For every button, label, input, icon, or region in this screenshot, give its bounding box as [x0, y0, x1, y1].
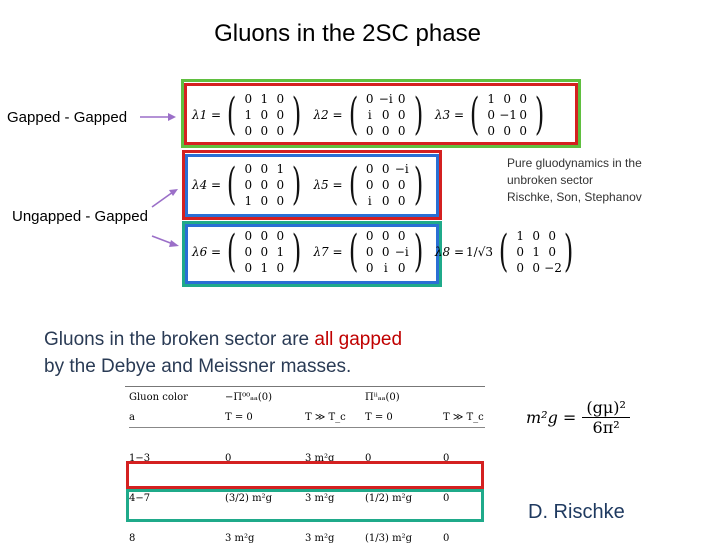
th-thigh-debye: T ≫ T_c [305, 411, 346, 423]
th-t0-meissner: T = 0 [365, 411, 393, 423]
slide-title: Gluons in the 2SC phase [214, 20, 481, 47]
ungapped-box-upper-inner [185, 154, 439, 217]
highlight-all-gapped: all gapped [314, 329, 403, 350]
row-4-7-highlight [126, 461, 484, 489]
ungapped-box-upper-outer [182, 150, 442, 220]
arrow-ungapped-upper [151, 191, 174, 208]
th-a: a [129, 411, 135, 423]
ungapped-box-lower-inner [185, 224, 439, 284]
broken-sector-text: Gluons in the broken sector are all gapp… [44, 329, 403, 377]
gapped-box-inner [184, 83, 578, 145]
gluon-mass-formula: m²g = (gμ)² 6π² [526, 398, 630, 437]
th-gluon-color: Gluon color [129, 391, 188, 403]
lambda8-prefactor: 1/√3 [466, 245, 493, 259]
th-debye: −Π⁰⁰ₐₐ(0) [225, 391, 272, 403]
gapped-box-outer [181, 79, 581, 148]
ungapped-gapped-label: Ungapped - Gapped [12, 208, 148, 225]
arrow-ungapped-lower [151, 235, 174, 245]
th-t0-debye: T = 0 [225, 411, 253, 423]
row-8-highlight [126, 489, 484, 522]
credit: D. Rischke [528, 501, 625, 523]
ungapped-box-lower-outer [182, 221, 442, 287]
gapped-gapped-label: Gapped - Gapped [7, 109, 128, 126]
unbroken-sector-note: Pure gluodynamics in the unbroken sector… [507, 156, 642, 204]
th-thigh-meissner: T ≫ T_c [443, 411, 484, 423]
th-meissner: Πⁱⁱₐₐ(0) [365, 391, 400, 403]
gluon-mass-table: Gluon color −Π⁰⁰ₐₐ(0) Πⁱⁱₐₐ(0) a T = 0 T… [125, 386, 485, 548]
